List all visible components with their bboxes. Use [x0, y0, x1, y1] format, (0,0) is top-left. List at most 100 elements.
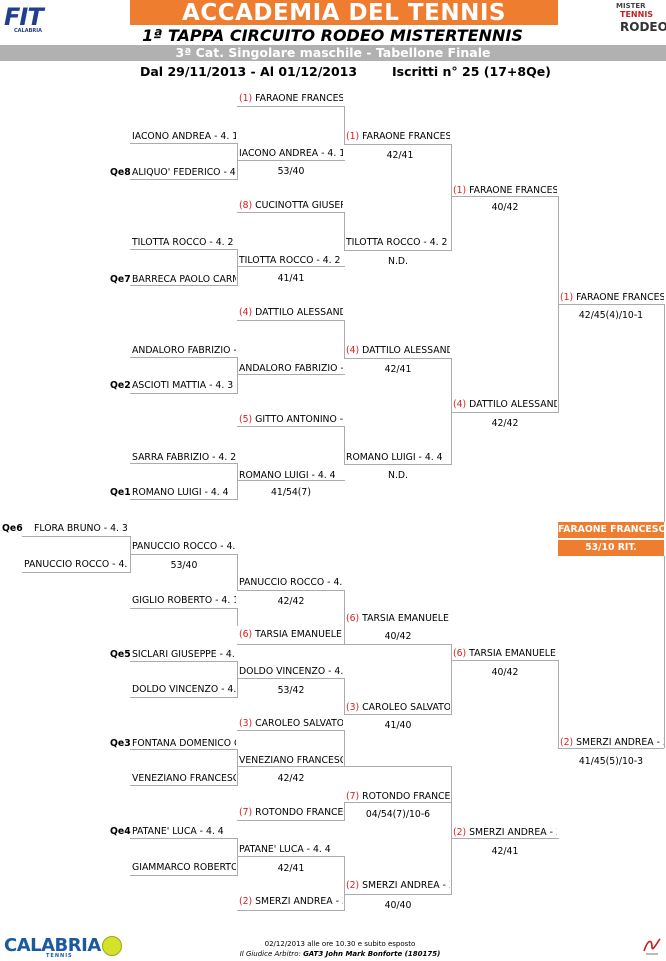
- bracket-line: [237, 106, 345, 107]
- seed-number: (2): [560, 737, 574, 748]
- bracket-line: [344, 106, 345, 144]
- player-name: SMERZI ANDREA - 3. 4: [255, 896, 343, 907]
- bracket-line: [451, 196, 559, 197]
- player-name: CAROLEO SALVATORE - 3. 4: [362, 702, 450, 713]
- player-name: ALIQUO' FEDERICO - 4. 3: [132, 167, 236, 178]
- bracket-line: [130, 249, 238, 250]
- match-score: 42/45(4)/10-1: [578, 310, 644, 321]
- player-name: IACONO ANDREA - 4. 1: [132, 131, 236, 142]
- bracket-line: [451, 838, 559, 839]
- bracket-line: [344, 802, 345, 820]
- bracket-line: [451, 644, 452, 714]
- tournament-subtitle: 1ª TAPPA CIRCUITO RODEO MISTERTENNIS: [142, 26, 523, 45]
- player-name: TARSIA EMANUELE - 3. 5: [362, 613, 450, 624]
- rodeo-logo-bottom: RODEO: [620, 20, 666, 34]
- player-entry: (6) TARSIA EMANUELE - 3. 5: [346, 613, 450, 625]
- match-score: N.D.: [387, 256, 409, 267]
- seed-number: (6): [346, 613, 360, 624]
- bracket-line: [451, 838, 452, 894]
- bracket-line: [344, 212, 345, 250]
- match-score: 53/42: [277, 685, 305, 696]
- bracket-line: [558, 304, 664, 305]
- bracket-line: [344, 894, 452, 895]
- player-name: PATANE' LUCA - 4. 4: [132, 826, 224, 837]
- player-name: DOLDO VINCENZO - 4. 2: [239, 666, 343, 677]
- bracket-line: [344, 766, 452, 767]
- bracket-line: [130, 554, 238, 555]
- category-band: 3ª Cat. Singolare maschile - Tabellone F…: [0, 45, 666, 61]
- bracket-line: [344, 590, 345, 644]
- bracket-line: [451, 358, 452, 412]
- player-name: SMERZI ANDREA - 3. 4: [576, 737, 664, 748]
- player-name: ROMANO LUIGI - 4. 4: [132, 487, 229, 498]
- player-entry: (2) SMERZI ANDREA - 3. 4: [239, 896, 343, 908]
- player-entry: IACONO ANDREA - 4. 1: [239, 148, 343, 160]
- player-name: FARAONE FRANCESCO - 3. 2: [362, 131, 450, 142]
- bracket-line: [237, 679, 238, 697]
- player-name: GIAMMARCO ROBERTO - 4. 2: [132, 862, 236, 873]
- player-entry: PANUCCIO ROCCO - 4. 2: [239, 577, 343, 589]
- bracket-line: [451, 196, 452, 251]
- player-entry: BARRECA PAOLO CARMINE: [132, 274, 236, 286]
- bracket-line: [451, 412, 559, 413]
- footer-publish-note: 02/12/2013 alle ore 10.30 e subito espos…: [264, 940, 416, 948]
- player-name: PANUCCIO ROCCO - 4. 2: [24, 559, 128, 570]
- player-entry: (4) DATTILO ALESSANDRO - 3. 4: [239, 307, 343, 319]
- player-name: TILOTTA ROCCO - 4. 2: [346, 237, 448, 248]
- rodeo-logo-mid: TENNIS: [620, 10, 654, 19]
- bracket-line: [237, 249, 238, 267]
- player-entry: ANDALORO FABRIZIO - 4. 1: [239, 363, 343, 375]
- seed-number: (3): [239, 718, 253, 729]
- player-name: PANUCCIO ROCCO - 4. 2: [239, 577, 343, 588]
- player-name: ASCIOTI MATTIA - 4. 3: [132, 380, 234, 391]
- seed-number: (1): [346, 131, 360, 142]
- seed-number: (2): [453, 827, 467, 838]
- player-entry: (4) DATTILO ALESSANDRO - 3. 4: [346, 345, 450, 357]
- bracket-line: [237, 212, 345, 213]
- player-entry: (2) SMERZI ANDREA - 3. 4: [560, 737, 664, 749]
- seed-number: (7): [239, 807, 253, 818]
- bracket-line: [344, 250, 452, 251]
- player-entry: FLORA BRUNO - 4. 3: [34, 523, 128, 535]
- player-name: VENEZIANO FRANCESCO - 4. 2: [239, 755, 343, 766]
- player-entry: (7) ROTONDO FRANCESCO - 3. 5: [239, 807, 343, 819]
- match-score: 53/40: [277, 166, 305, 177]
- player-name: DATTILO ALESSANDRO - 3. 4: [469, 399, 557, 410]
- player-entry: GIGLIO ROBERTO - 4. 1: [132, 595, 236, 607]
- bracket-line: [344, 320, 345, 358]
- judge-name: GAT3 John Mark Bonforte (180175): [303, 950, 441, 958]
- qualifier-label: Qe5: [110, 649, 131, 660]
- bracket-line: [130, 536, 131, 554]
- bracket-line: [130, 875, 238, 876]
- player-entry: SARRA FABRIZIO - 4. 2: [132, 452, 236, 464]
- match-score: 42/41: [386, 150, 414, 161]
- bracket-line: [237, 320, 345, 321]
- qualifier-label: Qe8: [110, 167, 131, 178]
- player-entry: DOLDO VINCENZO - 4. 2: [239, 666, 343, 678]
- match-score: 41/54(7): [271, 487, 311, 498]
- qualifier-label: Qe7: [110, 274, 131, 285]
- player-entry: PANUCCIO ROCCO - 4. 2: [132, 541, 236, 553]
- bracket-line: [130, 749, 238, 750]
- player-name: ROMANO LUIGI - 4. 4: [239, 470, 336, 481]
- player-entry: DOLDO VINCENZO - 4. 2: [132, 684, 236, 696]
- bracket-line: [237, 857, 238, 875]
- bracket-line: [237, 481, 238, 499]
- match-score: 40/42: [384, 631, 412, 642]
- player-entry: TILOTTA ROCCO - 4. 2: [239, 255, 343, 267]
- signature-logo: [640, 935, 664, 957]
- player-name: CUCINOTTA GIUSEPPE - 4. 1: [255, 200, 343, 211]
- rodeo-logo: MISTER TENNIS RODEO: [610, 0, 666, 44]
- bracket-line: [237, 554, 238, 590]
- player-entry: (5) GITTO ANTONINO - 3. 5: [239, 414, 343, 426]
- player-entry: GIAMMARCO ROBERTO - 4. 2: [132, 862, 236, 874]
- player-entry: (7) ROTONDO FRANCESCO - 3. 5: [346, 791, 450, 803]
- bracket-line: [237, 463, 238, 481]
- fit-logo: FIT CALABRIA: [4, 3, 86, 39]
- player-name: PANUCCIO ROCCO - 4. 2: [132, 541, 236, 552]
- page-title: ACCADEMIA DEL TENNIS: [130, 0, 558, 26]
- bracket-line: [237, 590, 345, 591]
- player-name: CAROLEO SALVATORE - 3. 4: [255, 718, 343, 729]
- calabria-tennis-logo: CALABRIA TENNIS: [4, 935, 124, 959]
- player-name: ROMANO LUIGI - 4. 4: [346, 452, 443, 463]
